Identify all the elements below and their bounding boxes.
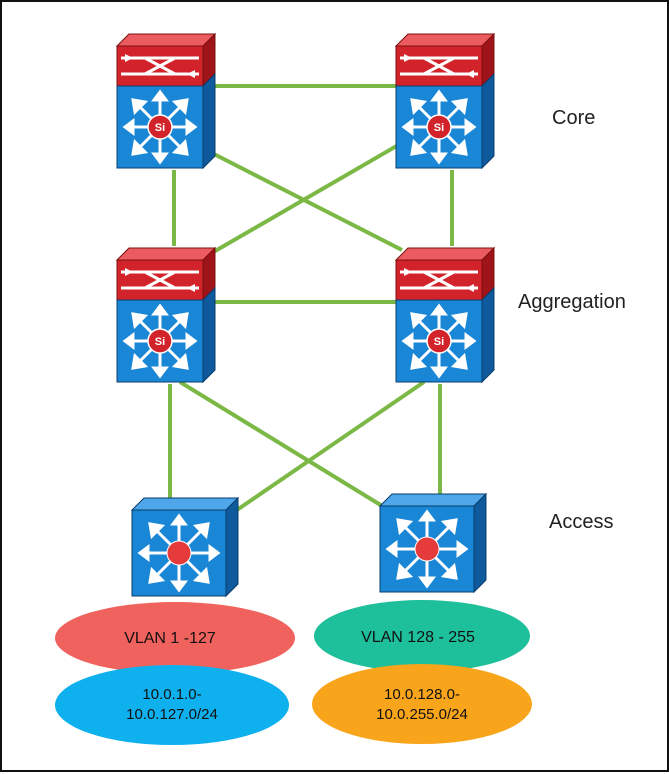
vlan-label: VLAN 1 -127 <box>124 630 216 647</box>
core-switch-left <box>115 32 217 170</box>
si-badge: Si <box>434 336 444 348</box>
access-switch-left <box>130 496 240 598</box>
tier-label-access: Access <box>549 511 613 533</box>
aggregation-switch-left <box>115 246 217 384</box>
aggregation-switch-right <box>394 246 496 384</box>
subnet-ellipse <box>55 665 289 745</box>
links <box>168 84 454 514</box>
subnet-line1: 10.0.128.0- <box>384 686 460 703</box>
multilayer-switch-icon <box>394 246 496 384</box>
vlan-label: VLAN 128 - 255 <box>361 629 475 646</box>
vlan-group-right: VLAN 128 - 255 10.0.128.0- 10.0.255.0/24 <box>312 600 532 744</box>
link-agg2-acc1 <box>232 380 426 514</box>
subnet-line2: 10.0.255.0/24 <box>376 706 468 723</box>
subnet-line2: 10.0.127.0/24 <box>126 706 218 723</box>
si-badge: Si <box>155 122 165 134</box>
link-agg1-acc2 <box>178 380 394 514</box>
vlan-ellipse <box>55 602 295 674</box>
vlan-group-left: VLAN 1 -127 10.0.1.0- 10.0.127.0/24 <box>55 602 295 745</box>
switch-badges: Si Si Si Si <box>155 122 444 348</box>
layer2-switch-icon <box>130 496 240 598</box>
core-switch-right <box>394 32 496 170</box>
multilayer-switch-icon <box>115 246 217 384</box>
layer2-switch-icon <box>378 492 488 594</box>
si-badge: Si <box>155 336 165 348</box>
access-switch-right <box>378 492 488 594</box>
link-core1-agg2 <box>209 150 403 252</box>
subnet-line1: 10.0.1.0- <box>142 686 201 703</box>
si-badge: Si <box>434 122 444 134</box>
tier-label-aggregation: Aggregation <box>518 291 626 313</box>
vlan-ellipse <box>314 600 530 672</box>
link-core2-agg1 <box>208 142 402 256</box>
multilayer-switch-icon <box>115 32 217 170</box>
tier-label-core: Core <box>552 107 595 129</box>
subnet-ellipse <box>312 664 532 744</box>
multilayer-switch-icon <box>394 32 496 170</box>
